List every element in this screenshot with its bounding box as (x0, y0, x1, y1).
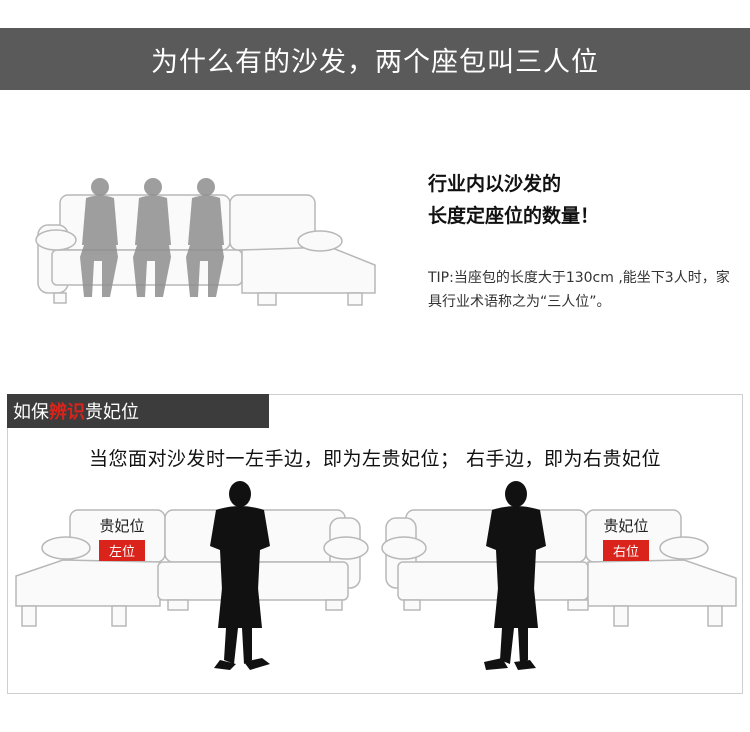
section-tag-suffix: 贵妃位 (85, 402, 139, 423)
standing-person-left (210, 481, 270, 670)
left-badge-label: 左位 (99, 540, 145, 561)
left-badge-title: 贵妃位 (99, 517, 145, 535)
banner-title: 为什么有的沙发，两个座包叫三人位 (151, 46, 599, 78)
standing-person-right (484, 481, 546, 670)
seated-person-1 (80, 178, 118, 297)
seated-person-3 (186, 178, 224, 297)
left-chaise-badge: 贵妃位 左位 (92, 515, 152, 561)
tip-text: TIP:当座包的长度大于130cm ,能坐下3人时，家具行业术语称之为“三人位”… (428, 270, 730, 310)
section-tag-highlight: 辨识 (49, 402, 85, 423)
section-tag-prefix: 如保 (13, 402, 49, 423)
right-badge-title: 贵妃位 (603, 517, 649, 535)
headline-line-1: 行业内以沙发的 (428, 173, 562, 195)
intro-headline: 行业内以沙发的 长度定座位的数量！ (428, 168, 599, 232)
left-chaise-sofa (15, 509, 369, 627)
three-seat-sofa-illustration (35, 178, 376, 306)
section-tag: 如保辨识贵妃位 (7, 394, 269, 428)
right-badge-label: 右位 (603, 540, 649, 561)
seated-person-2 (133, 178, 171, 297)
chaise-sofa-illustrations (15, 481, 737, 670)
headline-line-2: 长度定座位的数量！ (428, 205, 600, 227)
right-chaise-badge: 贵妃位 右位 (596, 515, 656, 561)
right-chaise-sofa (381, 509, 737, 627)
chaise-identification-panel (7, 394, 743, 694)
chaise-rule-text: 当您面对沙发时一左手边，即为左贵妃位； 右手边，即为右贵妃位 (88, 448, 662, 470)
page-banner: 为什么有的沙发，两个座包叫三人位 (0, 28, 750, 90)
